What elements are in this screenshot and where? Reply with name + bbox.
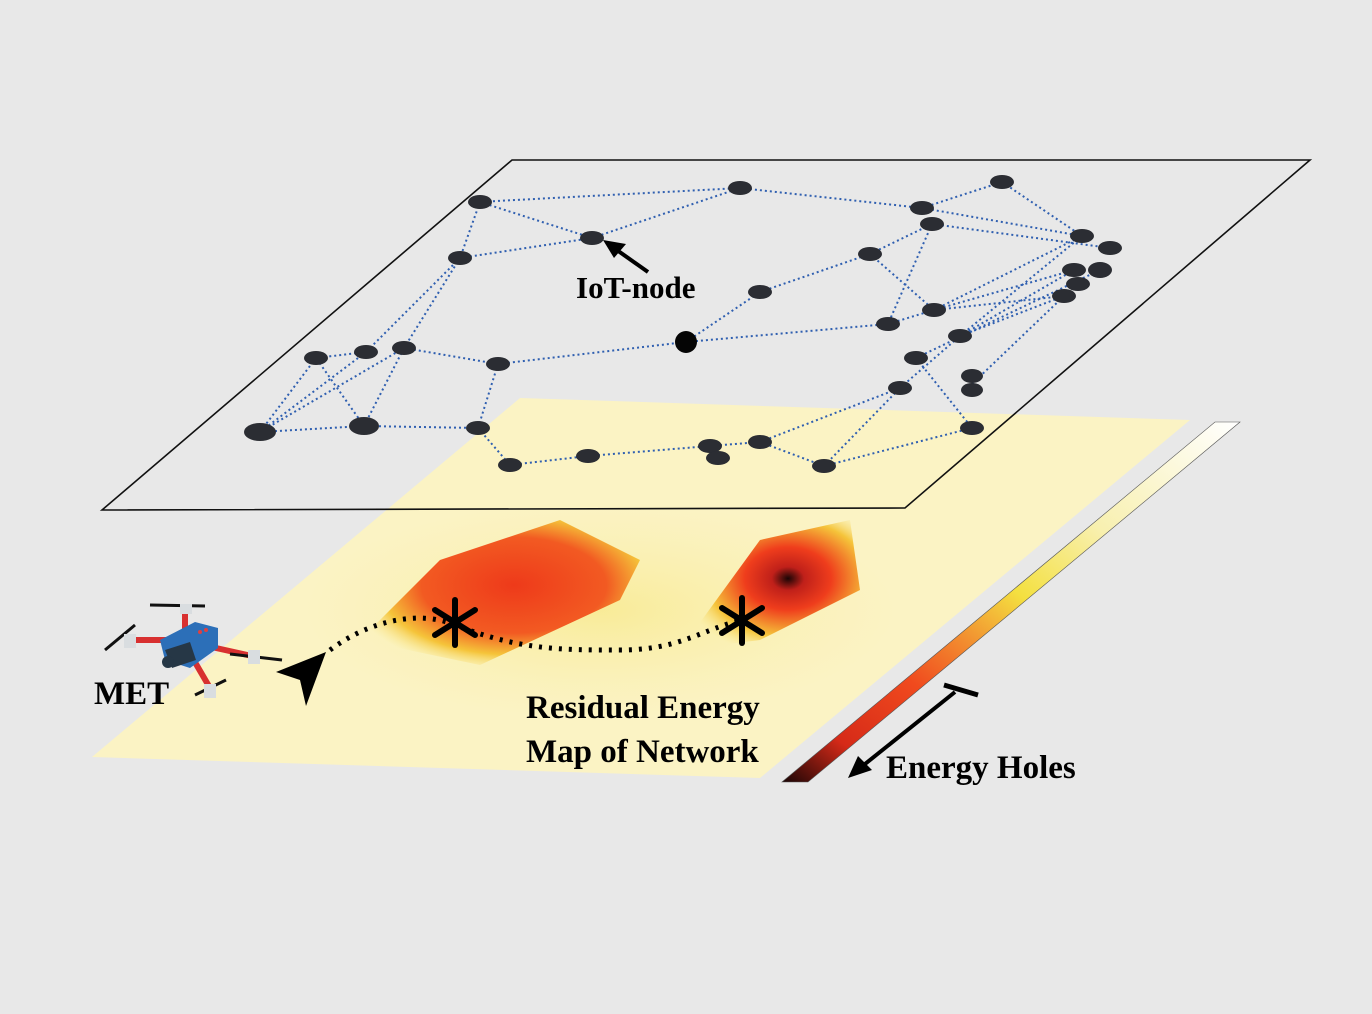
direction-arrowhead-icon: [276, 652, 326, 706]
drone-icon: [104, 603, 283, 698]
met-trajectory: [276, 615, 743, 706]
iot-nodes: [244, 175, 1122, 473]
met-label: MET: [94, 676, 170, 712]
iot-node-label: IoT-node: [576, 270, 696, 305]
energy-hole-marker-1: [432, 597, 478, 648]
hotspot-1: [360, 520, 640, 665]
energy-holes-arrow-icon: [848, 682, 979, 778]
map-title-line2: Map of Network: [526, 734, 759, 770]
energy-holes-label: Energy Holes: [886, 750, 1076, 786]
energy-hole-marker-2: [719, 595, 765, 646]
map-title-line1: Residual Energy: [526, 690, 760, 726]
hotspot-2: [680, 520, 860, 650]
iot-node-arrow-icon: [603, 240, 650, 274]
colorbar: [781, 421, 1241, 783]
sink-node: [675, 331, 697, 353]
network-plane: [99, 159, 1313, 511]
energy-map-plane: [92, 398, 1190, 778]
